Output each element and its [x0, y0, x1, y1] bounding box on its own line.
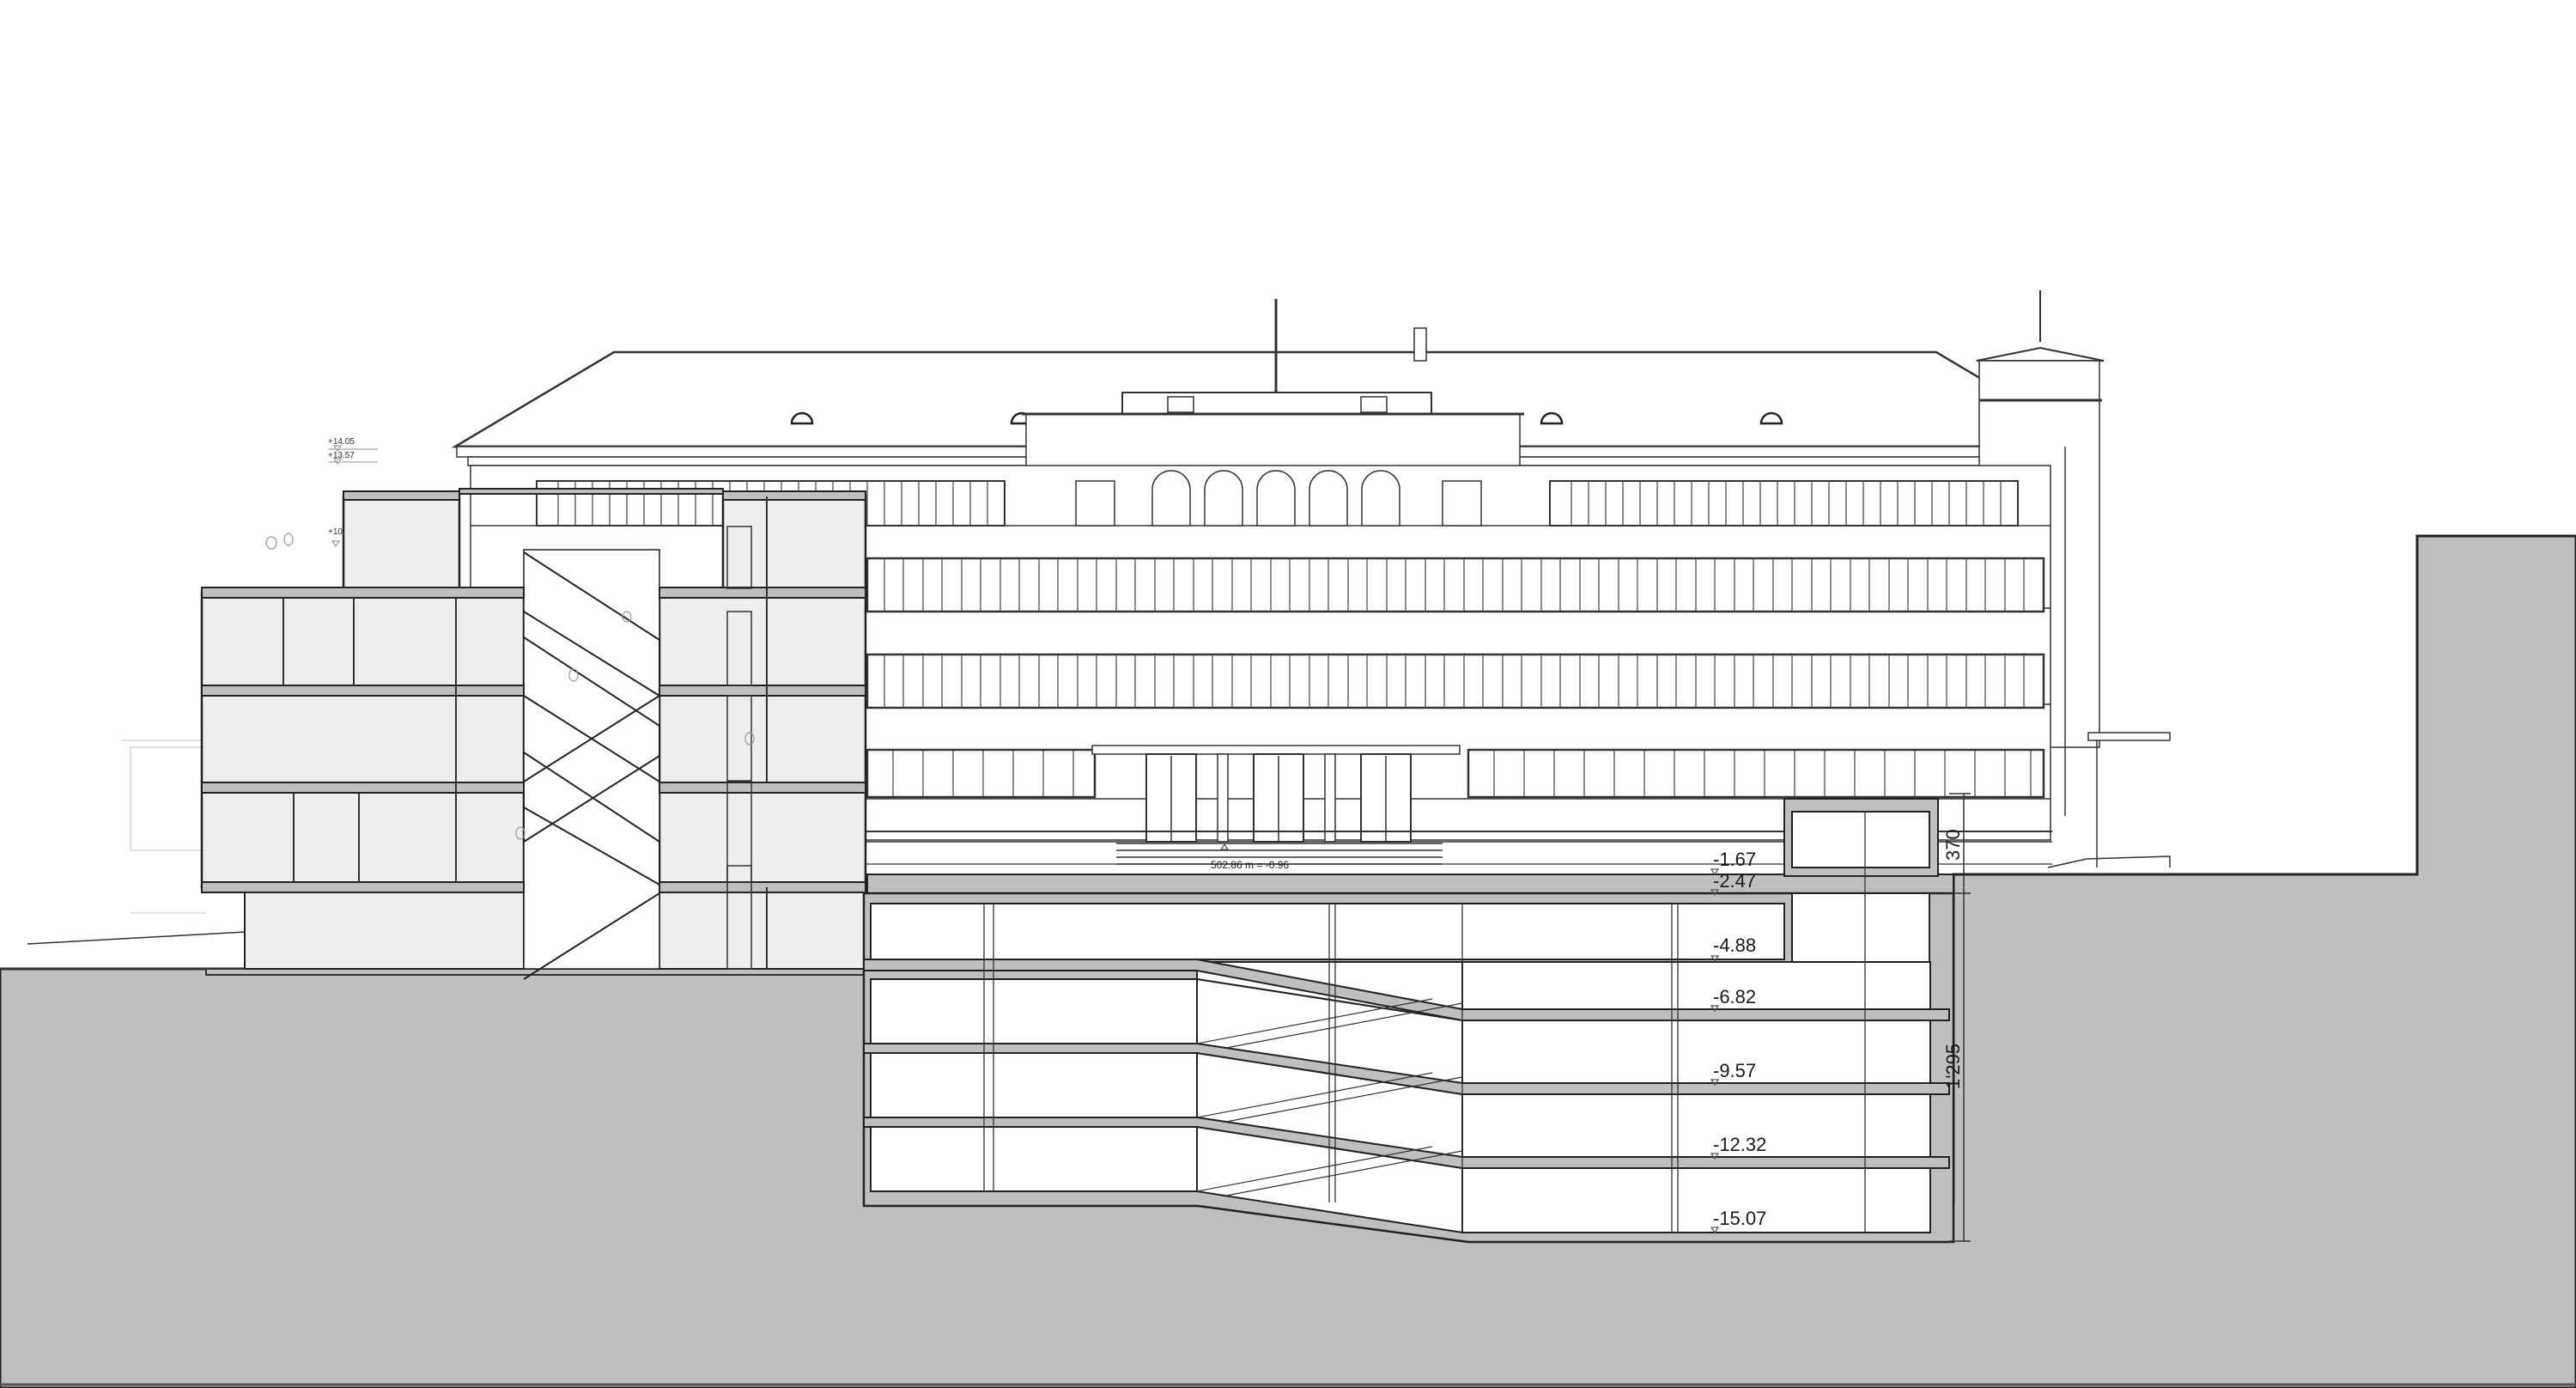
person-icon [744, 732, 755, 746]
adjacent-building-ghost [122, 740, 209, 914]
window-band-1-left [866, 748, 1097, 799]
dimension-label: 1'295 [1942, 1043, 1964, 1089]
level-label: -1.67 [1713, 849, 1757, 870]
person-icon [265, 536, 277, 550]
chimney [1413, 327, 1427, 362]
underground-parking-section [862, 793, 1971, 1244]
person-icon [568, 668, 579, 682]
level-marker-label: +13.57 [328, 451, 355, 460]
level-marker-label: +10. [328, 527, 345, 537]
level-label: -4.88 [1713, 934, 1757, 956]
dormer-icon [1540, 411, 1564, 425]
entrance-reference-label: 502.86 m = -0.96 [1211, 859, 1290, 871]
level-label: -12.32 [1713, 1134, 1767, 1155]
main-entrance [1091, 745, 1461, 865]
person-icon [622, 611, 632, 623]
level-label: -6.82 [1713, 986, 1757, 1008]
level-label: -9.57 [1713, 1060, 1757, 1081]
window-band-2 [866, 653, 2045, 709]
new-building-section [200, 445, 867, 980]
window-band-3 [866, 557, 2045, 613]
level-label: -15.07 [1713, 1208, 1767, 1229]
level-label: -2.47 [1713, 870, 1757, 892]
window-band-1-right [1467, 748, 2045, 799]
arched-windows [1075, 470, 1482, 527]
person-icon [283, 533, 294, 546]
person-icon [515, 826, 526, 840]
level-marker-label: +14.05 [328, 437, 355, 447]
dormer-icon [1759, 411, 1783, 425]
dimension-label: 370 [1942, 829, 1964, 861]
dormer-icon [790, 411, 814, 425]
